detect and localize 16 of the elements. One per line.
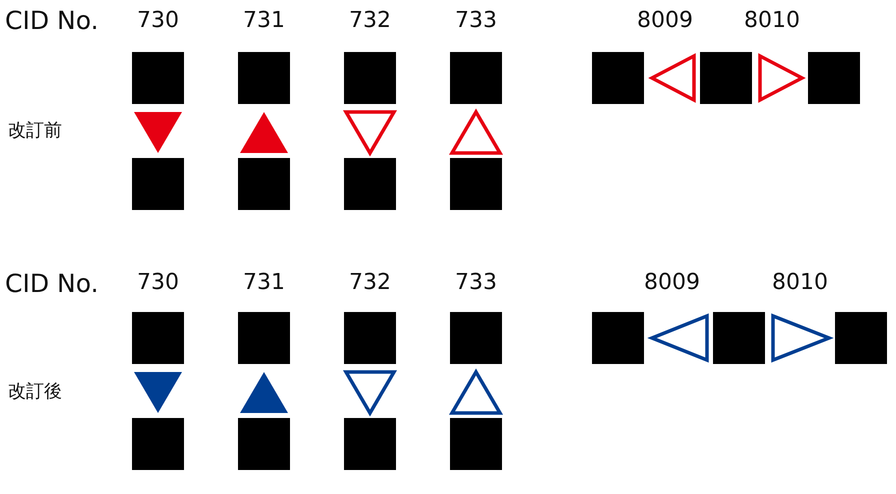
row-heading: CID No. [5,8,99,33]
cid-number: 733 [455,10,497,32]
row-label: 改訂前 [8,122,62,140]
cid-number: 730 [137,272,179,294]
cid-number: 8009 [637,10,693,32]
cid-number: 733 [455,272,497,294]
cid-number: 730 [137,10,179,32]
cid-number: 732 [349,10,391,32]
cid-number: 731 [243,10,285,32]
row-heading: CID No. [5,271,99,296]
cid-number: 731 [243,272,285,294]
cid-number: 732 [349,272,391,294]
row-label: 改訂後 [8,383,62,401]
cid-number: 8010 [772,272,828,294]
cid-number: 8009 [644,272,700,294]
cid-number: 8010 [744,10,800,32]
